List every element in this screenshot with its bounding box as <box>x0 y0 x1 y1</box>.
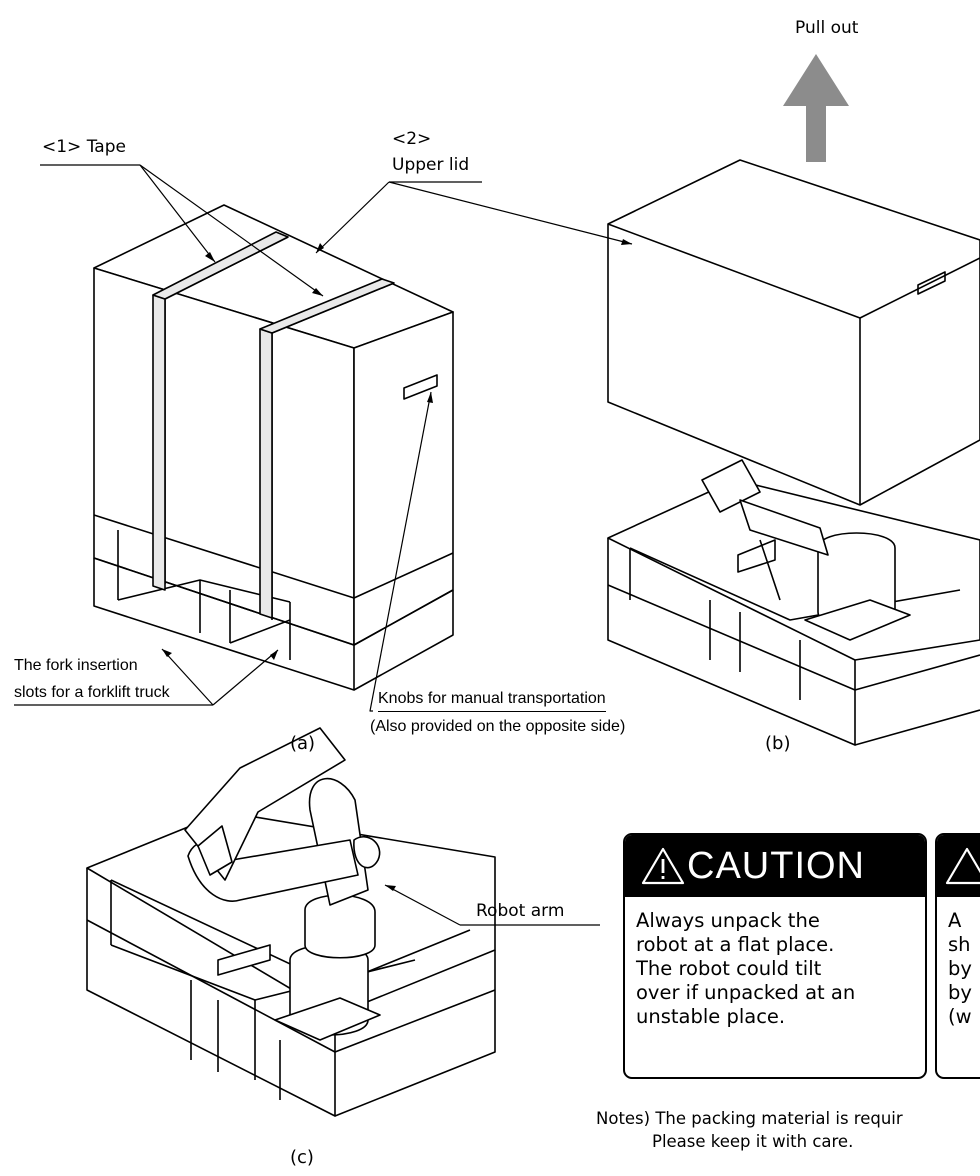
caution-card: CAUTION Always unpack the robot at a fla… <box>623 833 927 1079</box>
notes-line2: Please keep it with care. <box>652 1132 854 1151</box>
notes-line1: Notes) The packing material is requir <box>596 1109 903 1128</box>
up-arrow-icon <box>783 54 849 162</box>
caption-b: (b) <box>765 733 791 754</box>
caution-body: Always unpack the robot at a flat place.… <box>625 897 925 1029</box>
caution-line: robot at a flat place. <box>636 933 835 956</box>
caution2-line: by <box>948 981 972 1004</box>
caution-header: CAUTION <box>625 835 925 897</box>
caution-line: The robot could tilt <box>636 957 822 980</box>
caution-body-2: A sh by by (w <box>937 897 980 1029</box>
fork-label-line2: slots for a forklift truck <box>14 684 170 701</box>
caution-line: over if unpacked at an <box>636 981 856 1004</box>
caution-line: Always unpack the <box>636 909 820 932</box>
pull-out-label: Pull out <box>795 18 859 38</box>
caution-line: unstable place. <box>636 1005 786 1028</box>
tape-label: <1> Tape <box>42 137 126 157</box>
caution2-line: A <box>948 909 962 932</box>
tape-strips <box>152 231 395 619</box>
caution2-line: by <box>948 957 972 980</box>
robot-arm-label: Robot arm <box>476 901 565 921</box>
caution2-line: (w <box>948 1005 972 1028</box>
leader-lines <box>14 164 633 926</box>
knobs-label-line1: Knobs for manual transportation <box>378 690 606 713</box>
caption-a: (a) <box>290 733 316 754</box>
upper-lid-label: Upper lid <box>392 155 470 175</box>
caption-c: (c) <box>290 1147 314 1168</box>
warning-triangle-icon <box>945 847 980 885</box>
packed-crate-a <box>93 204 454 691</box>
caution2-line: sh <box>948 933 971 956</box>
caution-header-2 <box>937 835 980 897</box>
knobs-label-line2: (Also provided on the opposite side) <box>370 718 626 735</box>
lid-removal-b <box>607 159 980 746</box>
caution-title: CAUTION <box>687 844 865 887</box>
leader-arrowheads <box>162 239 632 891</box>
warning-triangle-icon <box>641 847 685 885</box>
caution-card-2: A sh by by (w <box>935 833 980 1079</box>
upper-lid-number: <2> <box>392 129 432 149</box>
robot-on-pallet-c <box>86 727 496 1117</box>
fork-label-line1: The fork insertion <box>14 657 138 674</box>
